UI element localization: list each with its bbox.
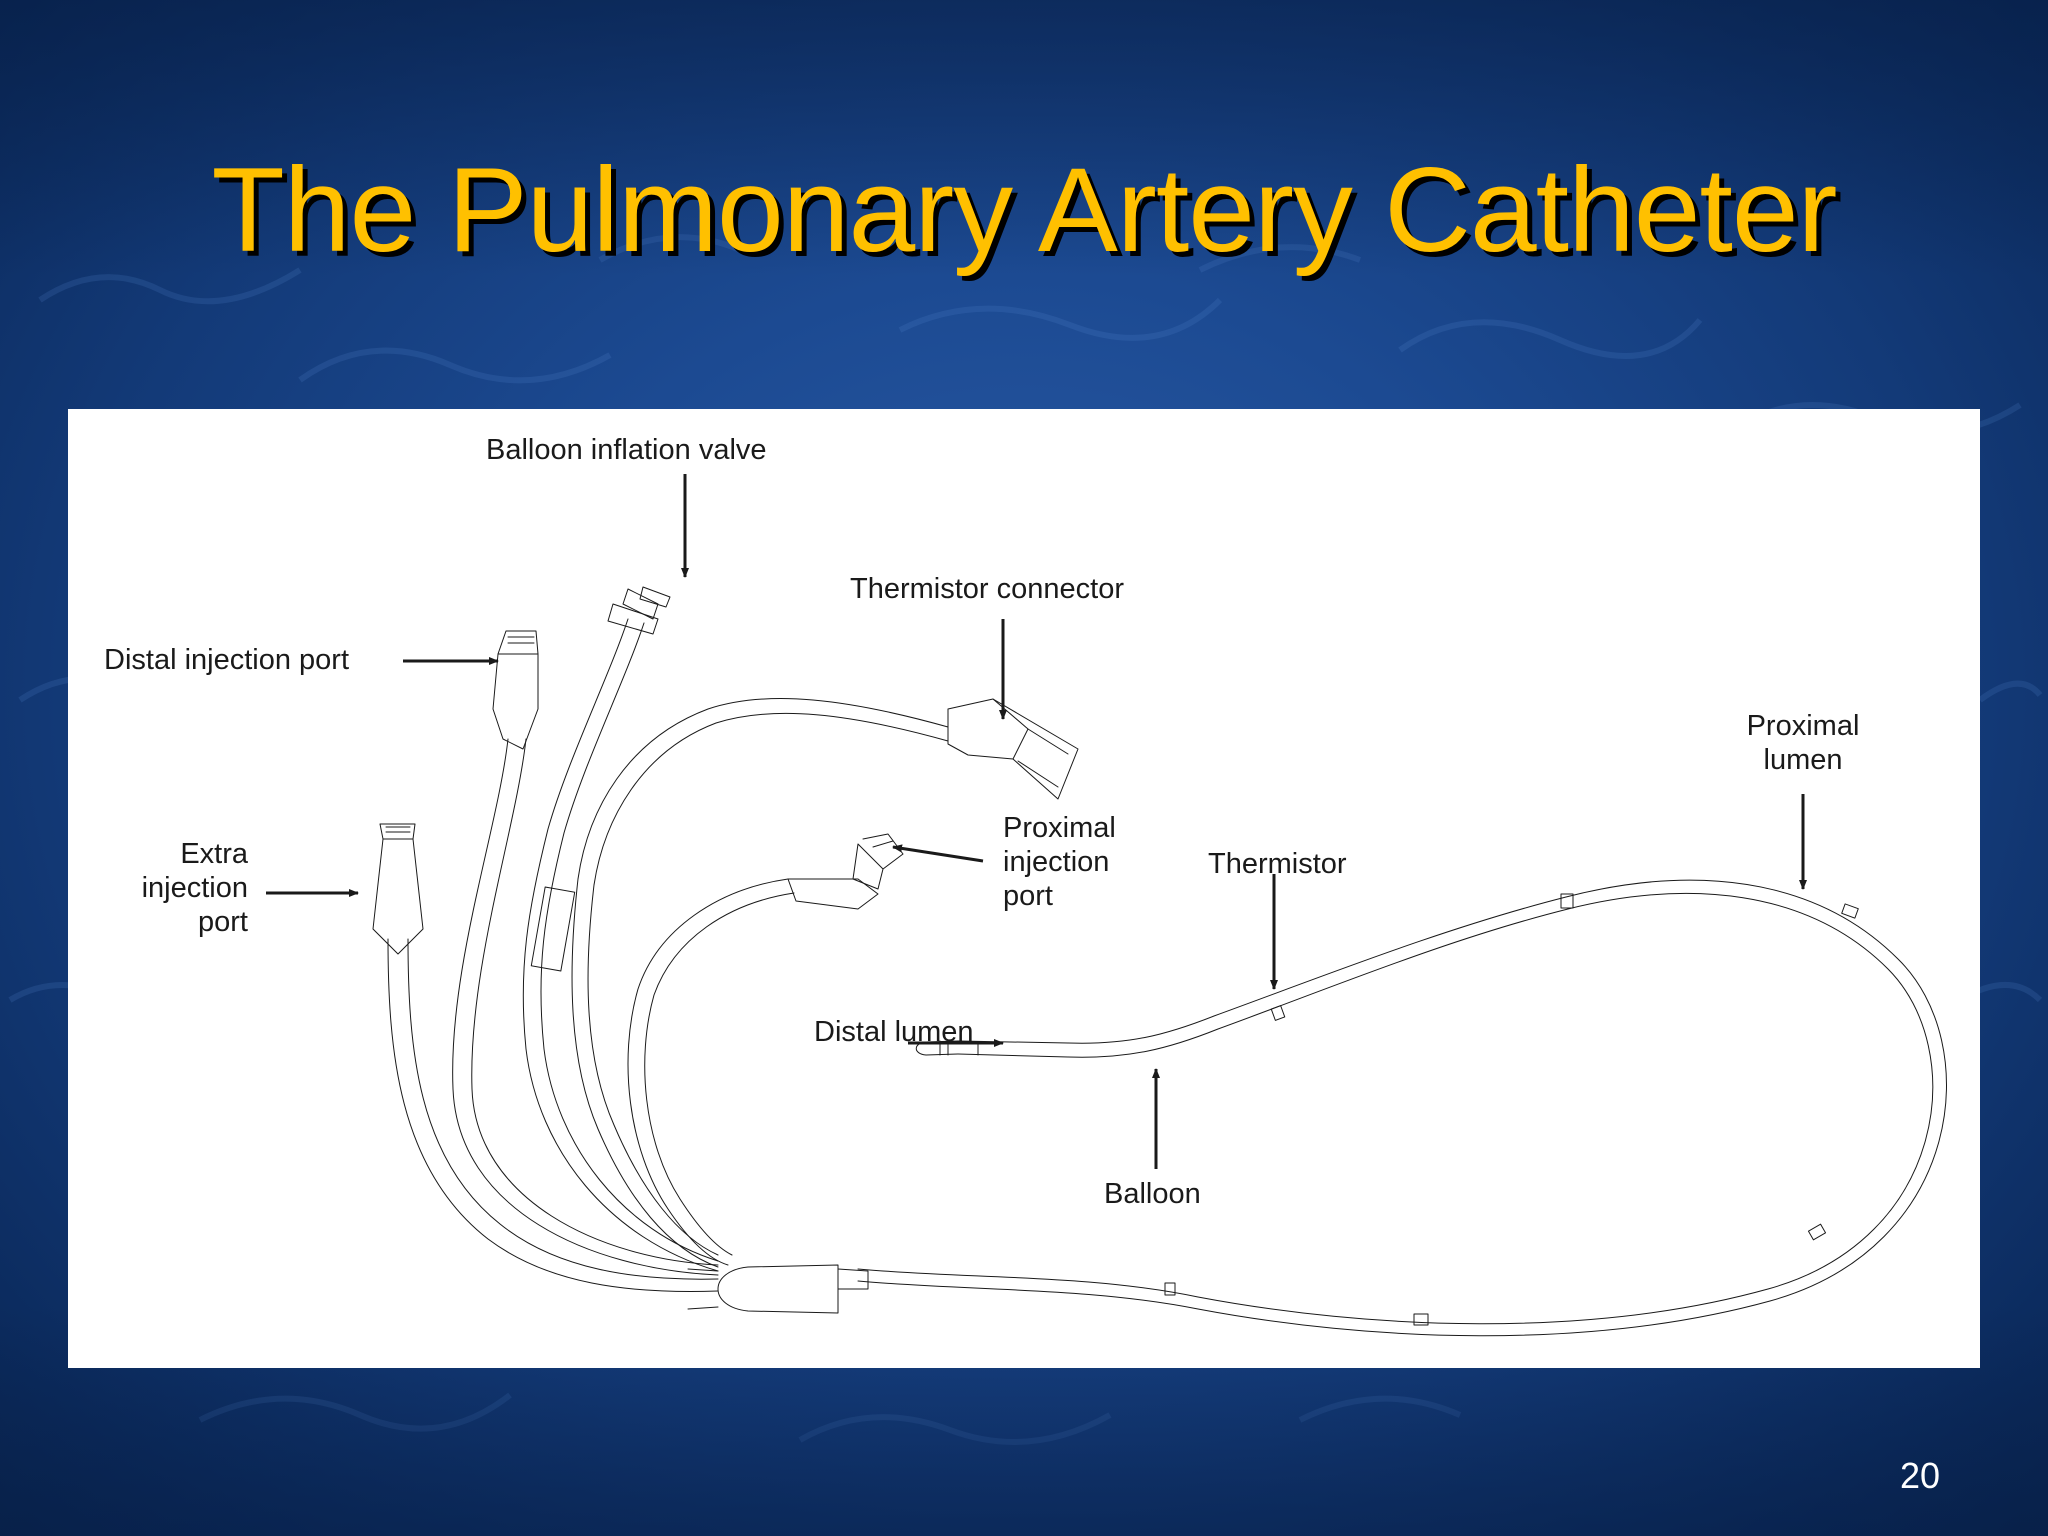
label-balloon-inflation-valve: Balloon inflation valve <box>486 434 767 466</box>
label-proximal-lumen-line1: Proximal <box>1746 710 1860 742</box>
catheter-diagram-panel: Balloon inflation valve Distal injection… <box>68 409 1980 1368</box>
label-extra-injection-port-line3: port <box>198 906 248 938</box>
distal-injection-line <box>452 738 719 1276</box>
label-proximal-lumen-line2: lumen <box>1763 744 1843 776</box>
catheter-line-art <box>266 474 1947 1337</box>
label-extra-injection-port: Extra injection port <box>118 837 248 939</box>
label-proximal-lumen: Proximal lumen <box>1738 709 1868 777</box>
thermistor-connector-line <box>571 698 949 1268</box>
label-balloon: Balloon <box>1104 1178 1201 1210</box>
label-distal-lumen: Distal lumen <box>814 1016 974 1048</box>
extra-injection-line <box>387 938 719 1292</box>
label-proximal-injection-port-line1: Proximal <box>1003 812 1116 844</box>
label-extra-injection-port-line1: Extra <box>180 838 248 870</box>
label-proximal-injection-port: Proximal injection port <box>1003 811 1116 913</box>
label-extra-injection-port-line2: injection <box>141 872 248 904</box>
label-thermistor: Thermistor <box>1208 848 1347 880</box>
main-catheter-body <box>857 892 1934 1325</box>
arrow-proximal-injection-port <box>892 844 984 863</box>
label-distal-injection-port: Distal injection port <box>104 644 349 676</box>
slide-page-number: 20 <box>1899 1455 1940 1496</box>
label-proximal-injection-port-line3: port <box>1003 880 1053 912</box>
balloon-inflation-line <box>522 618 719 1272</box>
label-proximal-injection-port-line2: injection <box>1003 846 1110 878</box>
slide-title: The Pulmonary Artery Catheter <box>211 143 1837 277</box>
proximal-injection-line <box>627 878 789 1266</box>
label-thermistor-connector: Thermistor connector <box>850 573 1124 605</box>
